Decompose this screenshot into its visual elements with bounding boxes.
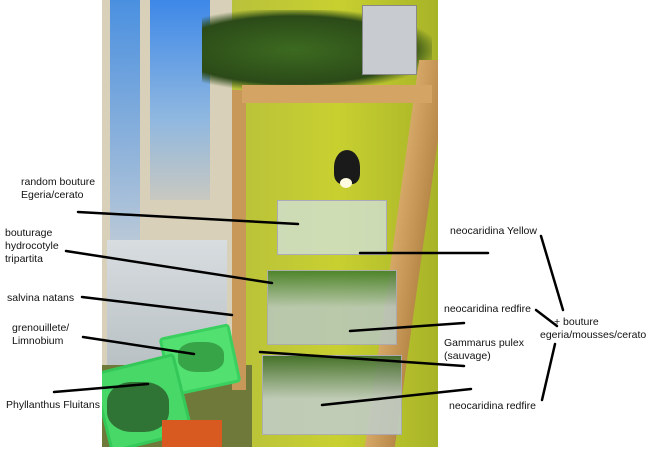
pointer-line [258,350,466,368]
label-text: random bouture [21,176,96,188]
shelf-post [232,90,246,390]
label-text: tripartita [5,253,43,265]
label-neocaridina-redfire: neocaridina redfire [444,303,531,316]
label-neocaridina-yellow: neocaridina Yellow [450,225,537,238]
label-neocaridina-redfire-2: neocaridina redfire [449,400,536,413]
label-phyllanthus: Phyllanthus Fluitans [6,399,100,412]
label-text: neocaridina redfire [444,303,531,315]
bracket-line [534,308,559,328]
pointer-line [320,387,473,407]
label-text: neocaridina redfire [449,400,536,412]
label-text: Limnobium [12,335,64,347]
label-text: egeria/mousses/cerato [540,329,647,341]
tank [277,200,387,255]
label-salvina-natans: salvina natans [7,292,74,305]
label-text: hydrocotyle [5,240,59,252]
label-group-note: + bouture egeria/mousses/cerato [540,316,646,342]
pointer-line [76,210,300,226]
label-gammarus-pulex: Gammarus pulex (sauvage) [444,337,524,363]
label-text: salvina natans [7,292,75,304]
label-text: (sauvage) [444,350,491,362]
label-bouturage-hydrocotyle: bouturage hydrocotyle tripartita [5,227,59,266]
shelf [242,85,432,103]
label-text: Egeria/cerato [21,189,84,201]
label-text: + bouture [554,316,599,328]
bracket-line [539,234,565,312]
pointer-line [348,321,466,333]
bracket-line [540,342,557,402]
label-grenouillete: grenouillete/ Limnobium [12,322,69,348]
pointer-line [80,295,234,317]
label-text: bouturage [5,227,53,239]
tank [267,270,397,345]
label-text: neocaridina Yellow [450,225,537,237]
label-random-bouture: random bouture Egeria/cerato [21,176,95,202]
label-text: grenouillete/ [12,322,70,334]
pointer-line [64,249,274,285]
tank [262,355,402,435]
pointer-line [52,382,150,394]
pointer-line [81,335,196,356]
label-text: Phyllanthus Fluitans [6,399,100,411]
label-text: Gammarus pulex [444,337,524,349]
